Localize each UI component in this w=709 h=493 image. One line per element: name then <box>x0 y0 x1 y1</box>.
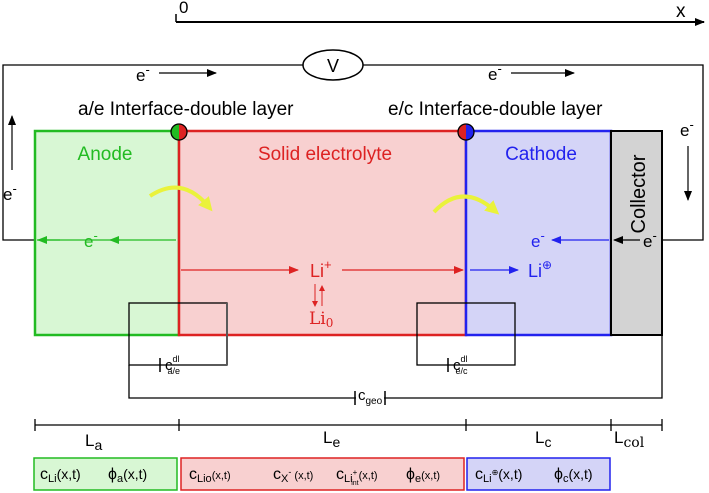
collector-label: Collector <box>628 154 650 233</box>
electron-label-top-left: e- <box>136 62 150 85</box>
length-dimension-line <box>34 419 663 431</box>
cathode-li-label: Li⊕ <box>528 258 552 281</box>
double-layer-circuit-ec <box>416 302 516 366</box>
electron-label-top-right: e- <box>488 61 502 84</box>
cathode-label: Cathode <box>505 144 577 165</box>
double-layer-circuit-ae <box>128 302 228 366</box>
cathode-var-phi-c: ϕc(x,t) <box>554 466 593 485</box>
capacitor-label-geo: cgeo <box>358 387 383 407</box>
electron-label-right: e- <box>680 117 694 140</box>
geometric-capacitance-wire <box>128 335 663 399</box>
electron-label-left: e- <box>3 181 17 204</box>
interface-label-anode-electrolyte: a/e Interface-double layer <box>78 99 294 120</box>
anode-label: Anode <box>78 144 133 165</box>
cathode-var-c-li: cLi⊕(x,t) <box>475 466 522 485</box>
length-label-collector: Lcol <box>614 428 645 451</box>
voltmeter-label: V <box>327 56 339 76</box>
length-label-cathode: Lc <box>535 428 551 450</box>
anode-region <box>33 129 181 337</box>
interface-label-electrolyte-cathode: e/c Interface-double layer <box>388 99 603 120</box>
li-ion-label: Li+ <box>310 257 332 281</box>
anode-var-c-li: cLi(x,t) <box>40 466 81 485</box>
x-axis-origin-label: 0 <box>179 0 188 17</box>
reaction-arrow-cathode <box>432 194 500 215</box>
length-label-anode: La <box>85 431 102 453</box>
anode-electrolyte-interface-dot <box>170 123 188 141</box>
li0-label: Li0 <box>309 309 333 330</box>
x-axis-label: x <box>676 1 686 22</box>
electrolyte-var-c-lio: cLio(x,t) <box>189 466 231 485</box>
anode-variables-box <box>33 457 178 491</box>
electrolyte-label: Solid electrolyte <box>258 144 392 165</box>
cathode-variables-box <box>466 457 611 491</box>
electrolyte-variables-box <box>180 457 465 491</box>
electrolyte-var-c-x: cX- (x,t) <box>273 466 313 485</box>
capacitor-gap-geo <box>356 394 384 402</box>
reaction-arrow-anode <box>148 185 213 212</box>
collector-region <box>610 130 663 336</box>
collector-electron-label: e- <box>643 228 657 251</box>
anode-var-phi-a: ϕa(x,t) <box>108 466 147 485</box>
cathode-electron-label: e- <box>531 228 545 251</box>
anode-electron-label: e- <box>84 228 98 251</box>
length-label-electrolyte: Le <box>323 428 340 450</box>
electrolyte-cathode-interface-dot <box>457 123 475 141</box>
electrolyte-var-c-liint: cLi+int(x,t) <box>336 466 378 487</box>
electrolyte-var-phi-e: ϕe(x,t) <box>406 466 440 485</box>
external-circuit-wire <box>2 64 704 241</box>
voltmeter <box>302 49 364 81</box>
